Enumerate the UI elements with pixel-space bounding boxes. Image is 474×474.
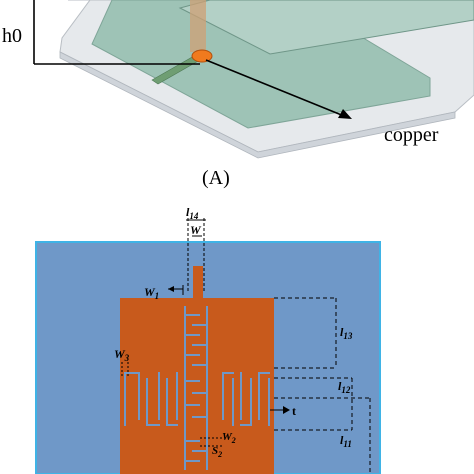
t-arrowhead xyxy=(283,406,290,414)
copper-pad-bottom-left xyxy=(120,430,180,474)
label-w2-sub: 2 xyxy=(231,436,236,445)
copper-pad-top-right xyxy=(212,298,274,368)
dimension-labels: l14 W W1 W3 l13 l12 t W2 xyxy=(114,205,353,459)
label-s2-sub: 2 xyxy=(217,450,222,459)
label-l11-sub: 11 xyxy=(343,439,352,449)
copper-pad-top-left xyxy=(120,298,180,368)
copper-pad-bottom-right xyxy=(212,430,274,474)
label-w3-sub: 3 xyxy=(124,353,130,363)
label-l12-sub: 12 xyxy=(341,385,351,395)
figure-a-3d-view: h0 copper (A) xyxy=(2,0,474,189)
label-l12: l12 xyxy=(338,379,351,395)
figure-a-caption: (A) xyxy=(202,167,230,189)
copper-label: copper xyxy=(384,124,439,146)
label-w3-main: W xyxy=(114,347,126,361)
label-l14-sub: 14 xyxy=(189,211,199,221)
copper-feed-line xyxy=(193,266,203,300)
label-l11-main: l xyxy=(340,433,344,447)
label-w1: W1 xyxy=(144,285,159,301)
w1-arrowhead xyxy=(168,286,174,292)
label-l13-sub: 13 xyxy=(343,331,353,341)
copper-pointer-arrowhead xyxy=(338,109,352,119)
figure-b-top-view: l14 W W1 W3 l13 l12 t W2 xyxy=(35,205,381,474)
copper-pointer-line xyxy=(205,59,345,117)
label-l14-main: l xyxy=(186,205,190,219)
meander-slots xyxy=(124,372,270,426)
label-w1-main: W xyxy=(144,285,156,299)
label-l13: l13 xyxy=(340,325,353,341)
label-w: W xyxy=(190,223,202,237)
interdigital-slots xyxy=(184,306,208,470)
copper-meander-band xyxy=(120,368,274,430)
label-t: t xyxy=(292,404,296,418)
label-w1-sub: 1 xyxy=(155,291,160,301)
label-l12-main: l xyxy=(338,379,342,393)
feed-point xyxy=(191,49,213,63)
label-w-main: W xyxy=(190,223,202,237)
h0-label: h0 xyxy=(2,25,22,47)
feed-post xyxy=(190,0,206,52)
label-w2-main: W xyxy=(222,431,233,443)
label-t-main: t xyxy=(292,404,296,418)
substrate-edge xyxy=(59,51,456,159)
label-s2: S2 xyxy=(212,445,222,459)
label-l13-main: l xyxy=(340,325,344,339)
label-w3: W3 xyxy=(114,347,130,363)
label-w2: W2 xyxy=(222,431,236,445)
label-l11: l11 xyxy=(340,433,352,449)
label-l14: l14 xyxy=(186,205,199,221)
label-s2-main: S xyxy=(212,445,218,457)
